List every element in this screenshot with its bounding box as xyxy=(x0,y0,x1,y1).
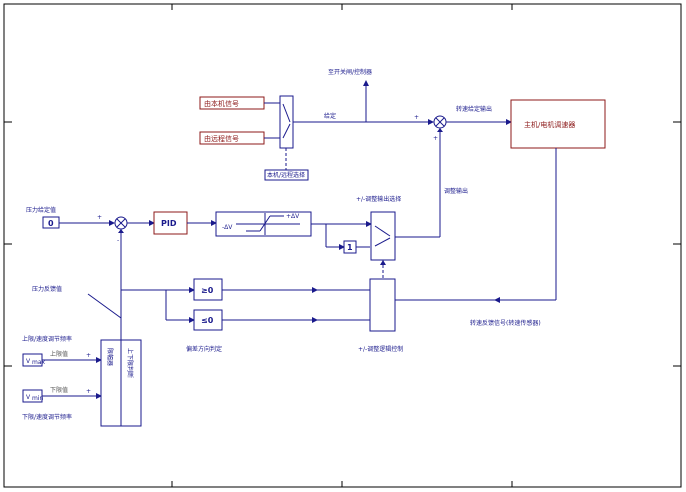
arrow-right xyxy=(211,220,217,226)
arrow-right xyxy=(189,287,195,293)
pid-label: PID xyxy=(161,219,177,228)
sum-top-plus-bottom: + xyxy=(433,135,438,142)
feedback-leader xyxy=(87,293,122,319)
arrow-right xyxy=(149,220,155,226)
le-zero-label: ≤0 xyxy=(201,316,214,325)
v-lower-sub: min xyxy=(32,395,44,402)
mode-switch-box xyxy=(279,95,294,149)
arrow-up xyxy=(437,128,443,132)
feedback-label: 压力反馈值 xyxy=(32,285,62,293)
arrow-right xyxy=(506,119,512,125)
speed-feedback-label: 转速反馈信号(转速传感器) xyxy=(470,319,541,327)
v-upper-sub: max xyxy=(32,359,46,366)
arrow-right xyxy=(428,119,434,125)
arrow-up xyxy=(380,260,386,265)
dv-neg-label: -ΔV xyxy=(222,224,233,231)
main-motor-box xyxy=(510,99,606,149)
switch-contact xyxy=(282,103,291,123)
speed-setpoint-label: 转速给定输出 xyxy=(456,105,492,113)
setpoint-label: 给定 xyxy=(324,112,336,120)
logic-control-label: +/-调整逻辑控制 xyxy=(358,345,403,353)
arrow-right xyxy=(189,317,195,323)
upper-limit-label: 上限/速度调节频率 xyxy=(22,335,72,343)
one-label: 1 xyxy=(347,243,353,252)
v-upper-label: V xyxy=(26,358,31,365)
reg-select-switch xyxy=(370,211,396,261)
switch-contact xyxy=(374,237,391,247)
lower-limit-label: 下限/速度调节频率 xyxy=(22,413,72,421)
summing-mark xyxy=(435,117,445,127)
ge-zero-label: ≥0 xyxy=(201,286,214,295)
direction-detect-label: 偏差方向判定 xyxy=(186,345,222,353)
arrow-right xyxy=(109,220,115,226)
sum-mid-minus: - xyxy=(117,237,119,244)
summing-mark xyxy=(116,218,126,228)
reg-select-label: +/-调整输出选择 xyxy=(356,195,401,203)
arrow-right xyxy=(96,357,102,363)
arrow-right xyxy=(339,244,345,250)
arrow-right xyxy=(312,287,318,293)
arrow-left xyxy=(494,297,500,303)
arrow-right xyxy=(312,317,318,323)
lower-plus: + xyxy=(86,388,91,395)
limit-block-b-label: 上下限判断 xyxy=(126,348,134,378)
pressure-setpoint-label: 压力给定值 xyxy=(26,206,56,214)
main-motor-label: 主机/电机调速器 xyxy=(524,120,575,129)
arrow-up xyxy=(363,80,369,86)
sum-top-plus: + xyxy=(414,114,419,121)
switch-contact xyxy=(282,123,291,139)
sum-mid-plus: + xyxy=(97,214,102,221)
gray-upper-label: 上限值 xyxy=(50,350,68,358)
upper-plus: + xyxy=(86,352,91,359)
dv-pos-label: +ΔV xyxy=(286,213,300,220)
mode-select-box xyxy=(264,169,309,181)
arrow-right xyxy=(366,221,372,227)
v-lower-label: V xyxy=(26,394,31,401)
reg-output-label: 调整输出 xyxy=(444,187,468,195)
arrow-right xyxy=(96,393,102,399)
zero-value: 0 xyxy=(48,219,54,228)
limit-block-a-label: 限幅器 xyxy=(106,348,114,366)
gray-lower-label: 下限值 xyxy=(50,386,68,394)
switch-contact xyxy=(374,225,391,237)
logic-control-box xyxy=(369,278,396,332)
remote-signal-label: 由远程信号 xyxy=(204,134,239,143)
top-output-label: 至开关闸/控制器 xyxy=(328,68,372,76)
arrow-up xyxy=(118,229,124,233)
local-signal-label: 由本机信号 xyxy=(204,99,239,108)
mode-select-label: 本机/远程选择 xyxy=(267,171,305,179)
